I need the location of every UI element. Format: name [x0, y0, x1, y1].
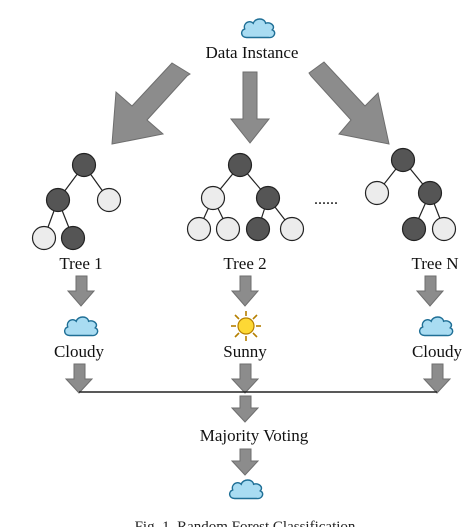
tree-node [60, 225, 86, 251]
tree-node [227, 152, 253, 178]
tree-node [255, 185, 281, 211]
input-cloud-icon [240, 18, 276, 39]
prediction-n-label: Cloudy [412, 342, 463, 361]
figure-caption: Fig. 1. Random Forest Classification [135, 519, 356, 527]
arrow-prediction-1-down [64, 363, 94, 394]
tree-node [279, 216, 305, 242]
tree-node [200, 185, 226, 211]
data-instance-label: Data Instance [206, 43, 299, 62]
arrow-tree-2-to-prediction [230, 275, 260, 307]
arrow-tree-1-to-prediction [66, 275, 96, 307]
tree-n-label: Tree N [411, 254, 458, 273]
arrow-prediction-n-down [422, 363, 452, 394]
tree-node [401, 216, 427, 242]
prediction-2-label: Sunny [223, 342, 267, 361]
tree-1-label: Tree 1 [59, 254, 102, 273]
prediction-1-label: Cloudy [54, 342, 105, 361]
ellipsis: ...... [314, 191, 338, 208]
tree-node [245, 216, 271, 242]
tree-node [417, 180, 443, 206]
arrow-to-tree-2 [229, 71, 271, 144]
tree-node [364, 180, 390, 206]
arrow-to-output [230, 448, 260, 476]
decision-tree-2 [186, 152, 305, 242]
tree-node [96, 187, 122, 213]
arrow-to-majority-voting [230, 395, 260, 423]
arrow-to-tree-1 [111, 62, 191, 145]
decision-tree-1 [31, 152, 122, 251]
sun-icon [231, 311, 261, 341]
tree-node [186, 216, 212, 242]
output-cloud-icon [228, 479, 264, 500]
decision-tree-n [364, 147, 457, 242]
tree-node [71, 152, 97, 178]
cloud-icon [418, 316, 454, 337]
arrow-tree-n-to-prediction [415, 275, 445, 307]
cloud-icon [63, 316, 99, 337]
tree-node [431, 216, 457, 242]
arrow-to-tree-n [308, 61, 390, 145]
tree-node [390, 147, 416, 173]
tree-node [215, 216, 241, 242]
majority-voting-label: Majority Voting [200, 426, 309, 445]
arrow-prediction-2-down [230, 363, 260, 394]
tree-2-label: Tree 2 [223, 254, 266, 273]
tree-node [45, 187, 71, 213]
tree-node [31, 225, 57, 251]
